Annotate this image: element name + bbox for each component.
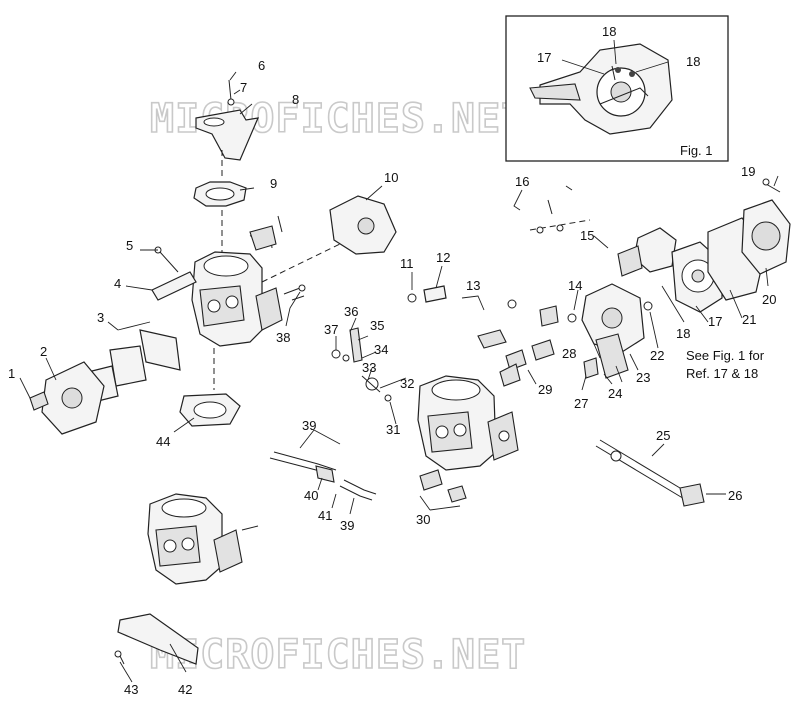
callout-28: 28: [562, 346, 576, 361]
callout-38: 38: [276, 330, 290, 345]
inset-figure: 18 17 18 Fig. 1: [505, 15, 729, 162]
callout-20: 20: [762, 292, 776, 307]
inset-label-18-top: 18: [602, 24, 616, 39]
callout-26: 26: [728, 488, 742, 503]
callout-42: 42: [178, 682, 192, 697]
leader-lines: [19, 71, 779, 683]
screw-38: [283, 284, 306, 301]
note-line-1: See Fig. 1 for: [686, 348, 765, 363]
callout-19: 19: [741, 164, 755, 179]
callout-43: 43: [124, 682, 138, 697]
screw-19: [762, 178, 781, 193]
carburetor-bottom: [147, 493, 259, 585]
carburetor-center: [417, 375, 519, 471]
callout-1: 1: [8, 366, 15, 381]
reference-note: See Fig. 1 for Ref. 17 & 18: [686, 348, 765, 381]
callout-29: 29: [538, 382, 552, 397]
bracket-42: [117, 613, 199, 665]
callout-labels: 6 7 8 9 10 5 4 3 2 1 44 38 11 12 13 16 1…: [8, 58, 776, 697]
fuel-hose-39: [269, 451, 377, 501]
callout-17: 17: [708, 314, 722, 329]
gasket-44: [179, 393, 241, 427]
callout-44: 44: [156, 434, 170, 449]
jets-30: [419, 469, 467, 503]
carburetor-upper-left: [191, 215, 283, 347]
callout-24: 24: [608, 386, 622, 401]
callout-27: 27: [574, 396, 588, 411]
callout-22: 22: [650, 348, 664, 363]
callout-16: 16: [515, 174, 529, 189]
pump-cover-2: [29, 361, 105, 435]
callout-6: 6: [258, 58, 265, 73]
callout-37: 37: [324, 322, 338, 337]
fuel-fitting-4-5: [151, 246, 197, 301]
items-14-22-27: [539, 301, 653, 379]
callout-2: 2: [40, 344, 47, 359]
callout-31: 31: [386, 422, 400, 437]
note-line-2: Ref. 17 & 18: [686, 366, 758, 381]
watermark-bottom: MICROFICHES.NET: [150, 632, 526, 678]
callout-9: 9: [270, 176, 277, 191]
callout-14: 14: [568, 278, 582, 293]
callout-32: 32: [400, 376, 414, 391]
callout-15: 15: [580, 228, 594, 243]
small-parts-31-37: [331, 327, 392, 402]
callout-11: 11: [400, 256, 414, 271]
inset-label-18-right: 18: [686, 54, 700, 69]
items-11-12: [407, 285, 447, 303]
pump-body-15: [617, 227, 677, 277]
callout-41: 41: [318, 508, 332, 523]
cover-10: [329, 195, 397, 255]
fitting-25-26: [595, 439, 705, 507]
callout-23: 23: [636, 370, 650, 385]
mounting-plate-8: [195, 79, 259, 161]
cover-20: [741, 199, 791, 275]
callout-35: 35: [370, 318, 384, 333]
callout-13: 13: [466, 278, 480, 293]
screw-43: [114, 650, 125, 665]
callout-3: 3: [97, 310, 104, 325]
callout-10: 10: [384, 170, 398, 185]
callout-4: 4: [114, 276, 121, 291]
fuel-fitting-16: [529, 185, 591, 234]
callout-8: 8: [292, 92, 299, 107]
gaskets-3: [87, 329, 181, 403]
callout-39-top: 39: [302, 418, 316, 433]
callout-33: 33: [362, 360, 376, 375]
callout-7: 7: [240, 80, 247, 95]
callout-12: 12: [436, 250, 450, 265]
callout-34: 34: [374, 342, 388, 357]
inset-caption: Fig. 1: [680, 143, 713, 158]
callout-5: 5: [126, 238, 133, 253]
callout-25: 25: [656, 428, 670, 443]
gasket-9: [193, 181, 247, 207]
callout-39-bottom: 39: [340, 518, 354, 533]
callout-30: 30: [416, 512, 430, 527]
pump-housing-23: [581, 283, 645, 379]
callout-36: 36: [344, 304, 358, 319]
callout-18: 18: [676, 326, 690, 341]
callout-40: 40: [304, 488, 318, 503]
inset-label-17: 17: [537, 50, 551, 65]
callout-21: 21: [742, 312, 756, 327]
items-13-29: [477, 299, 555, 387]
